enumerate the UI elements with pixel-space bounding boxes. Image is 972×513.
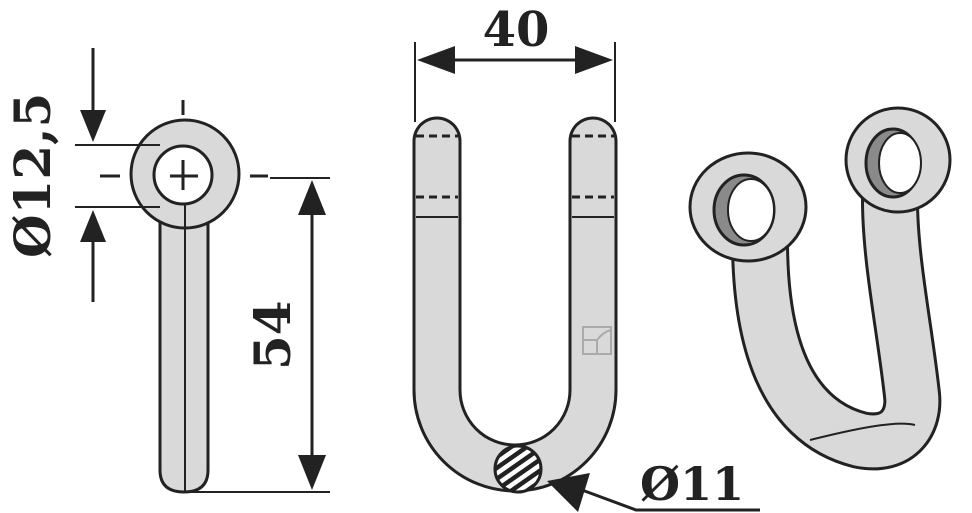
front-view: 40 Ø11 [412,2,760,512]
eye-diameter-label: Ø12,5 [3,93,62,258]
shackle-body [734,174,939,468]
arrow-up-icon [298,180,326,215]
perspective-view [688,106,952,471]
leader-arrow-icon [547,473,590,512]
logo-mark-icon [582,326,612,355]
width-label: 40 [483,2,550,58]
arrow-left-icon [417,46,455,74]
length-label: 54 [243,300,302,370]
arrow-down-icon [80,110,106,142]
wire-diameter-label: Ø11 [640,457,744,511]
side-view: Ø12,5 54 [3,48,330,494]
arrow-up-icon [80,210,106,242]
arrow-right-icon [575,46,613,74]
arrow-down-icon [298,455,326,490]
wire-section-hatch [493,444,543,494]
